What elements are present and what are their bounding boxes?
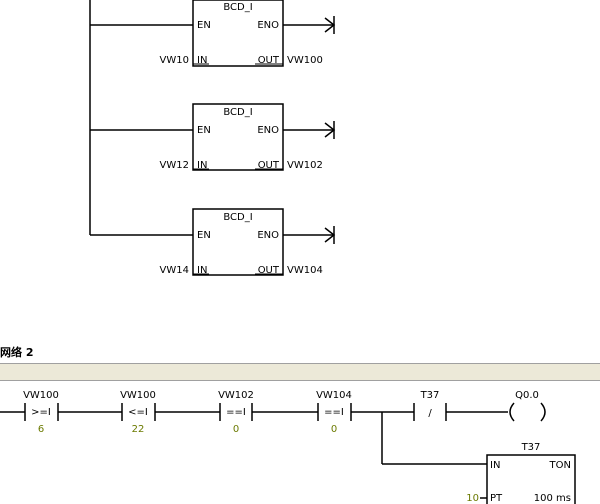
block-frame: [192, 0, 284, 67]
block-out-pin: OUT: [258, 55, 280, 66]
contact[interactable]: VW104 ==I 0: [316, 390, 352, 435]
contact-operand[interactable]: VW104: [316, 390, 352, 401]
timer-pt-value[interactable]: 10: [466, 493, 479, 504]
block-in-operand[interactable]: VW10: [160, 55, 189, 66]
timer-name[interactable]: T37: [521, 442, 541, 453]
contact-operand[interactable]: VW100: [23, 390, 59, 401]
block-en-pin: EN: [197, 20, 211, 31]
timer-resolution: 100 ms: [534, 493, 571, 504]
contact[interactable]: VW100 <=I 22: [120, 390, 156, 435]
block-eno-pin: ENO: [257, 20, 279, 31]
timer-frame: [486, 454, 576, 504]
network1-wiring: [89, 0, 336, 244]
bcd-i-block[interactable]: BCD_I EN ENO IN OUT VW14 VW104: [160, 208, 323, 276]
contact-value[interactable]: 6: [38, 424, 44, 435]
contact-operator: ==I: [226, 407, 246, 418]
block-eno-pin: ENO: [257, 125, 279, 136]
contact-operator: /: [428, 408, 432, 419]
bcd-i-block[interactable]: BCD_I EN ENO IN OUT VW10 VW100: [160, 0, 323, 67]
block-name: BCD_I: [223, 2, 252, 13]
block-in-pin: IN: [197, 265, 207, 276]
network2-wiring: [0, 402, 546, 499]
timer-block[interactable]: T37 IN TON PT 100 ms 10: [466, 442, 576, 504]
block-in-operand[interactable]: VW14: [160, 265, 189, 276]
block-in-operand[interactable]: VW12: [160, 160, 189, 171]
contact-operator: ==I: [324, 407, 344, 418]
contact[interactable]: VW100 >=I 6: [23, 390, 59, 435]
block-en-pin: EN: [197, 230, 211, 241]
contact-value[interactable]: 0: [233, 424, 239, 435]
contact-value[interactable]: 0: [331, 424, 337, 435]
block-frame: [192, 103, 284, 171]
contact-value[interactable]: 22: [132, 424, 145, 435]
timer-type: TON: [549, 460, 571, 471]
pin-underlines: [193, 63, 283, 275]
output-coil[interactable]: Q0.0: [515, 390, 539, 401]
block-in-pin: IN: [197, 160, 207, 171]
coil-operand[interactable]: Q0.0: [515, 390, 539, 401]
block-out-pin: OUT: [258, 160, 280, 171]
contact[interactable]: T37 /: [420, 390, 440, 419]
block-frame: [192, 208, 284, 276]
contact-operator: <=I: [128, 407, 148, 418]
network-title: 网络 2: [0, 346, 34, 359]
block-out-operand[interactable]: VW100: [287, 55, 323, 66]
contact-operand[interactable]: T37: [420, 390, 440, 401]
contact-operator: >=I: [31, 407, 51, 418]
block-eno-pin: ENO: [257, 230, 279, 241]
block-out-operand[interactable]: VW102: [287, 160, 323, 171]
block-en-pin: EN: [197, 125, 211, 136]
block-out-pin: OUT: [258, 265, 280, 276]
contact-operand[interactable]: VW102: [218, 390, 254, 401]
contact-operand[interactable]: VW100: [120, 390, 156, 401]
timer-pt-pin: PT: [490, 493, 503, 504]
block-name: BCD_I: [223, 107, 252, 118]
block-in-pin: IN: [197, 55, 207, 66]
block-name: BCD_I: [223, 212, 252, 223]
bcd-i-block[interactable]: BCD_I EN ENO IN OUT VW12 VW102: [160, 103, 323, 171]
contact[interactable]: VW102 ==I 0: [218, 390, 254, 435]
network-comment-bar[interactable]: [0, 363, 600, 381]
block-out-operand[interactable]: VW104: [287, 265, 323, 276]
timer-in-pin: IN: [490, 460, 500, 471]
